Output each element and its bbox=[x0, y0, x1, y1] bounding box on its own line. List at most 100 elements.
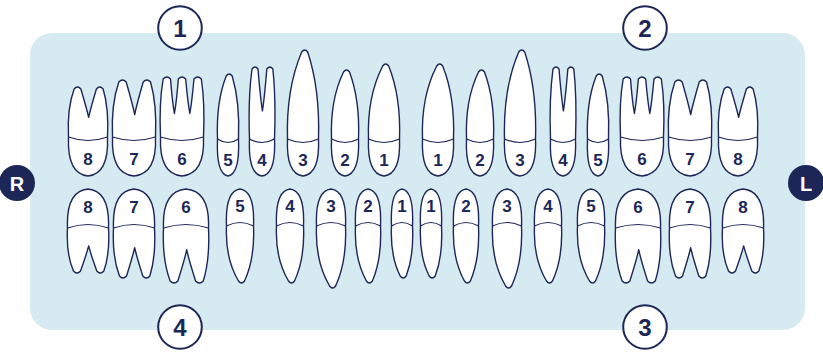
crown-line bbox=[578, 223, 605, 227]
crown-line bbox=[421, 223, 442, 227]
tooth-shape bbox=[453, 189, 478, 283]
tooth-shape bbox=[466, 70, 493, 176]
crown-line bbox=[719, 137, 758, 141]
tooth-shape bbox=[68, 87, 108, 176]
tooth-number: 2 bbox=[461, 198, 470, 215]
crown-line bbox=[392, 223, 413, 227]
tooth-number: 8 bbox=[738, 199, 747, 216]
tooth-shape bbox=[160, 77, 204, 176]
tooth: 6 bbox=[614, 188, 662, 285]
tooth-number: 5 bbox=[223, 152, 232, 169]
tooth: 2 bbox=[330, 68, 360, 177]
tooth-shape bbox=[550, 67, 576, 176]
crown-line bbox=[317, 223, 346, 227]
crown-line bbox=[723, 225, 764, 229]
tooth-outline bbox=[615, 189, 661, 283]
tooth-shape bbox=[420, 189, 441, 278]
crown-line bbox=[616, 225, 661, 229]
crown-line bbox=[68, 225, 109, 229]
tooth-outline bbox=[113, 189, 155, 278]
quadrant-circle: 1 bbox=[157, 5, 203, 51]
crown-line bbox=[669, 137, 712, 141]
tooth-outline bbox=[722, 189, 764, 273]
tooth-number: 8 bbox=[83, 199, 92, 216]
tooth-outline bbox=[217, 74, 238, 176]
circle-shape bbox=[158, 6, 202, 50]
tooth-number: 3 bbox=[298, 152, 307, 169]
tooth: 6 bbox=[162, 188, 210, 285]
tooth-shape bbox=[67, 189, 109, 273]
tooth-outline bbox=[620, 77, 664, 176]
tooth: 3 bbox=[315, 188, 347, 290]
tooth-number: 5 bbox=[235, 198, 244, 215]
crown-line bbox=[250, 139, 275, 143]
tooth-shape bbox=[577, 189, 604, 283]
tooth-shape bbox=[391, 189, 412, 278]
tooth-outline bbox=[668, 80, 712, 176]
tooth-number: 6 bbox=[637, 151, 646, 168]
tooth: 2 bbox=[452, 188, 480, 285]
tooth-outline bbox=[163, 189, 209, 283]
tooth: 6 bbox=[159, 75, 205, 177]
tooth-outline bbox=[391, 189, 412, 278]
tooth: 3 bbox=[503, 48, 537, 177]
crown-line bbox=[670, 225, 711, 229]
quadrant-circle: 2 bbox=[622, 5, 668, 51]
crown-line bbox=[551, 139, 576, 143]
tooth-shape bbox=[355, 189, 380, 283]
tooth-number: 5 bbox=[586, 198, 595, 215]
quadrant-number: 2 bbox=[638, 17, 651, 41]
quadrant-circle: 3 bbox=[622, 304, 668, 350]
tooth-number: 2 bbox=[475, 152, 484, 169]
quadrant-circle: 4 bbox=[157, 304, 203, 350]
circle-shape bbox=[158, 305, 202, 349]
side-letter: L bbox=[800, 174, 812, 194]
tooth-outline bbox=[534, 189, 561, 283]
tooth-shape bbox=[276, 189, 303, 283]
tooth: 4 bbox=[248, 65, 276, 177]
tooth-number: 2 bbox=[363, 198, 372, 215]
tooth: 8 bbox=[721, 188, 765, 275]
tooth: 7 bbox=[112, 188, 156, 280]
tooth-outline bbox=[160, 77, 204, 176]
tooth-outline bbox=[287, 50, 318, 176]
tooth-number: 1 bbox=[397, 198, 406, 215]
tooth-outline bbox=[550, 67, 576, 176]
crown-line bbox=[454, 223, 479, 227]
tooth: 8 bbox=[66, 188, 110, 275]
crown-line bbox=[161, 137, 204, 141]
crown-line bbox=[493, 223, 522, 227]
tooth-shape bbox=[368, 64, 399, 176]
tooth: 7 bbox=[111, 78, 157, 177]
tooth-outline bbox=[331, 70, 358, 176]
tooth-outline bbox=[420, 189, 441, 278]
tooth-shape bbox=[718, 87, 758, 176]
tooth-outline bbox=[68, 87, 108, 176]
circle-shape bbox=[788, 165, 823, 201]
quadrant-number: 4 bbox=[173, 316, 186, 340]
tooth-outline bbox=[368, 64, 399, 176]
tooth-shape bbox=[620, 77, 664, 176]
crown-line bbox=[114, 225, 155, 229]
crown-line bbox=[164, 225, 209, 229]
tooth-outline bbox=[276, 189, 303, 283]
circle-shape bbox=[623, 6, 667, 50]
crown-line bbox=[332, 139, 359, 143]
tooth: 4 bbox=[533, 188, 563, 285]
tooth: 6 bbox=[619, 75, 665, 177]
tooth-number: 3 bbox=[326, 198, 335, 215]
crown-line bbox=[621, 137, 664, 141]
side-letter: R bbox=[10, 174, 24, 194]
tooth: 1 bbox=[419, 188, 443, 280]
tooth-shape bbox=[331, 70, 358, 176]
tooth-outline bbox=[226, 189, 253, 283]
tooth-shape bbox=[615, 189, 661, 283]
tooth-outline bbox=[577, 189, 604, 283]
tooth-number: 7 bbox=[129, 151, 138, 168]
tooth-shape bbox=[226, 189, 253, 283]
crown-line bbox=[227, 223, 254, 227]
tooth: 1 bbox=[367, 62, 401, 177]
tooth-shape bbox=[163, 189, 209, 283]
